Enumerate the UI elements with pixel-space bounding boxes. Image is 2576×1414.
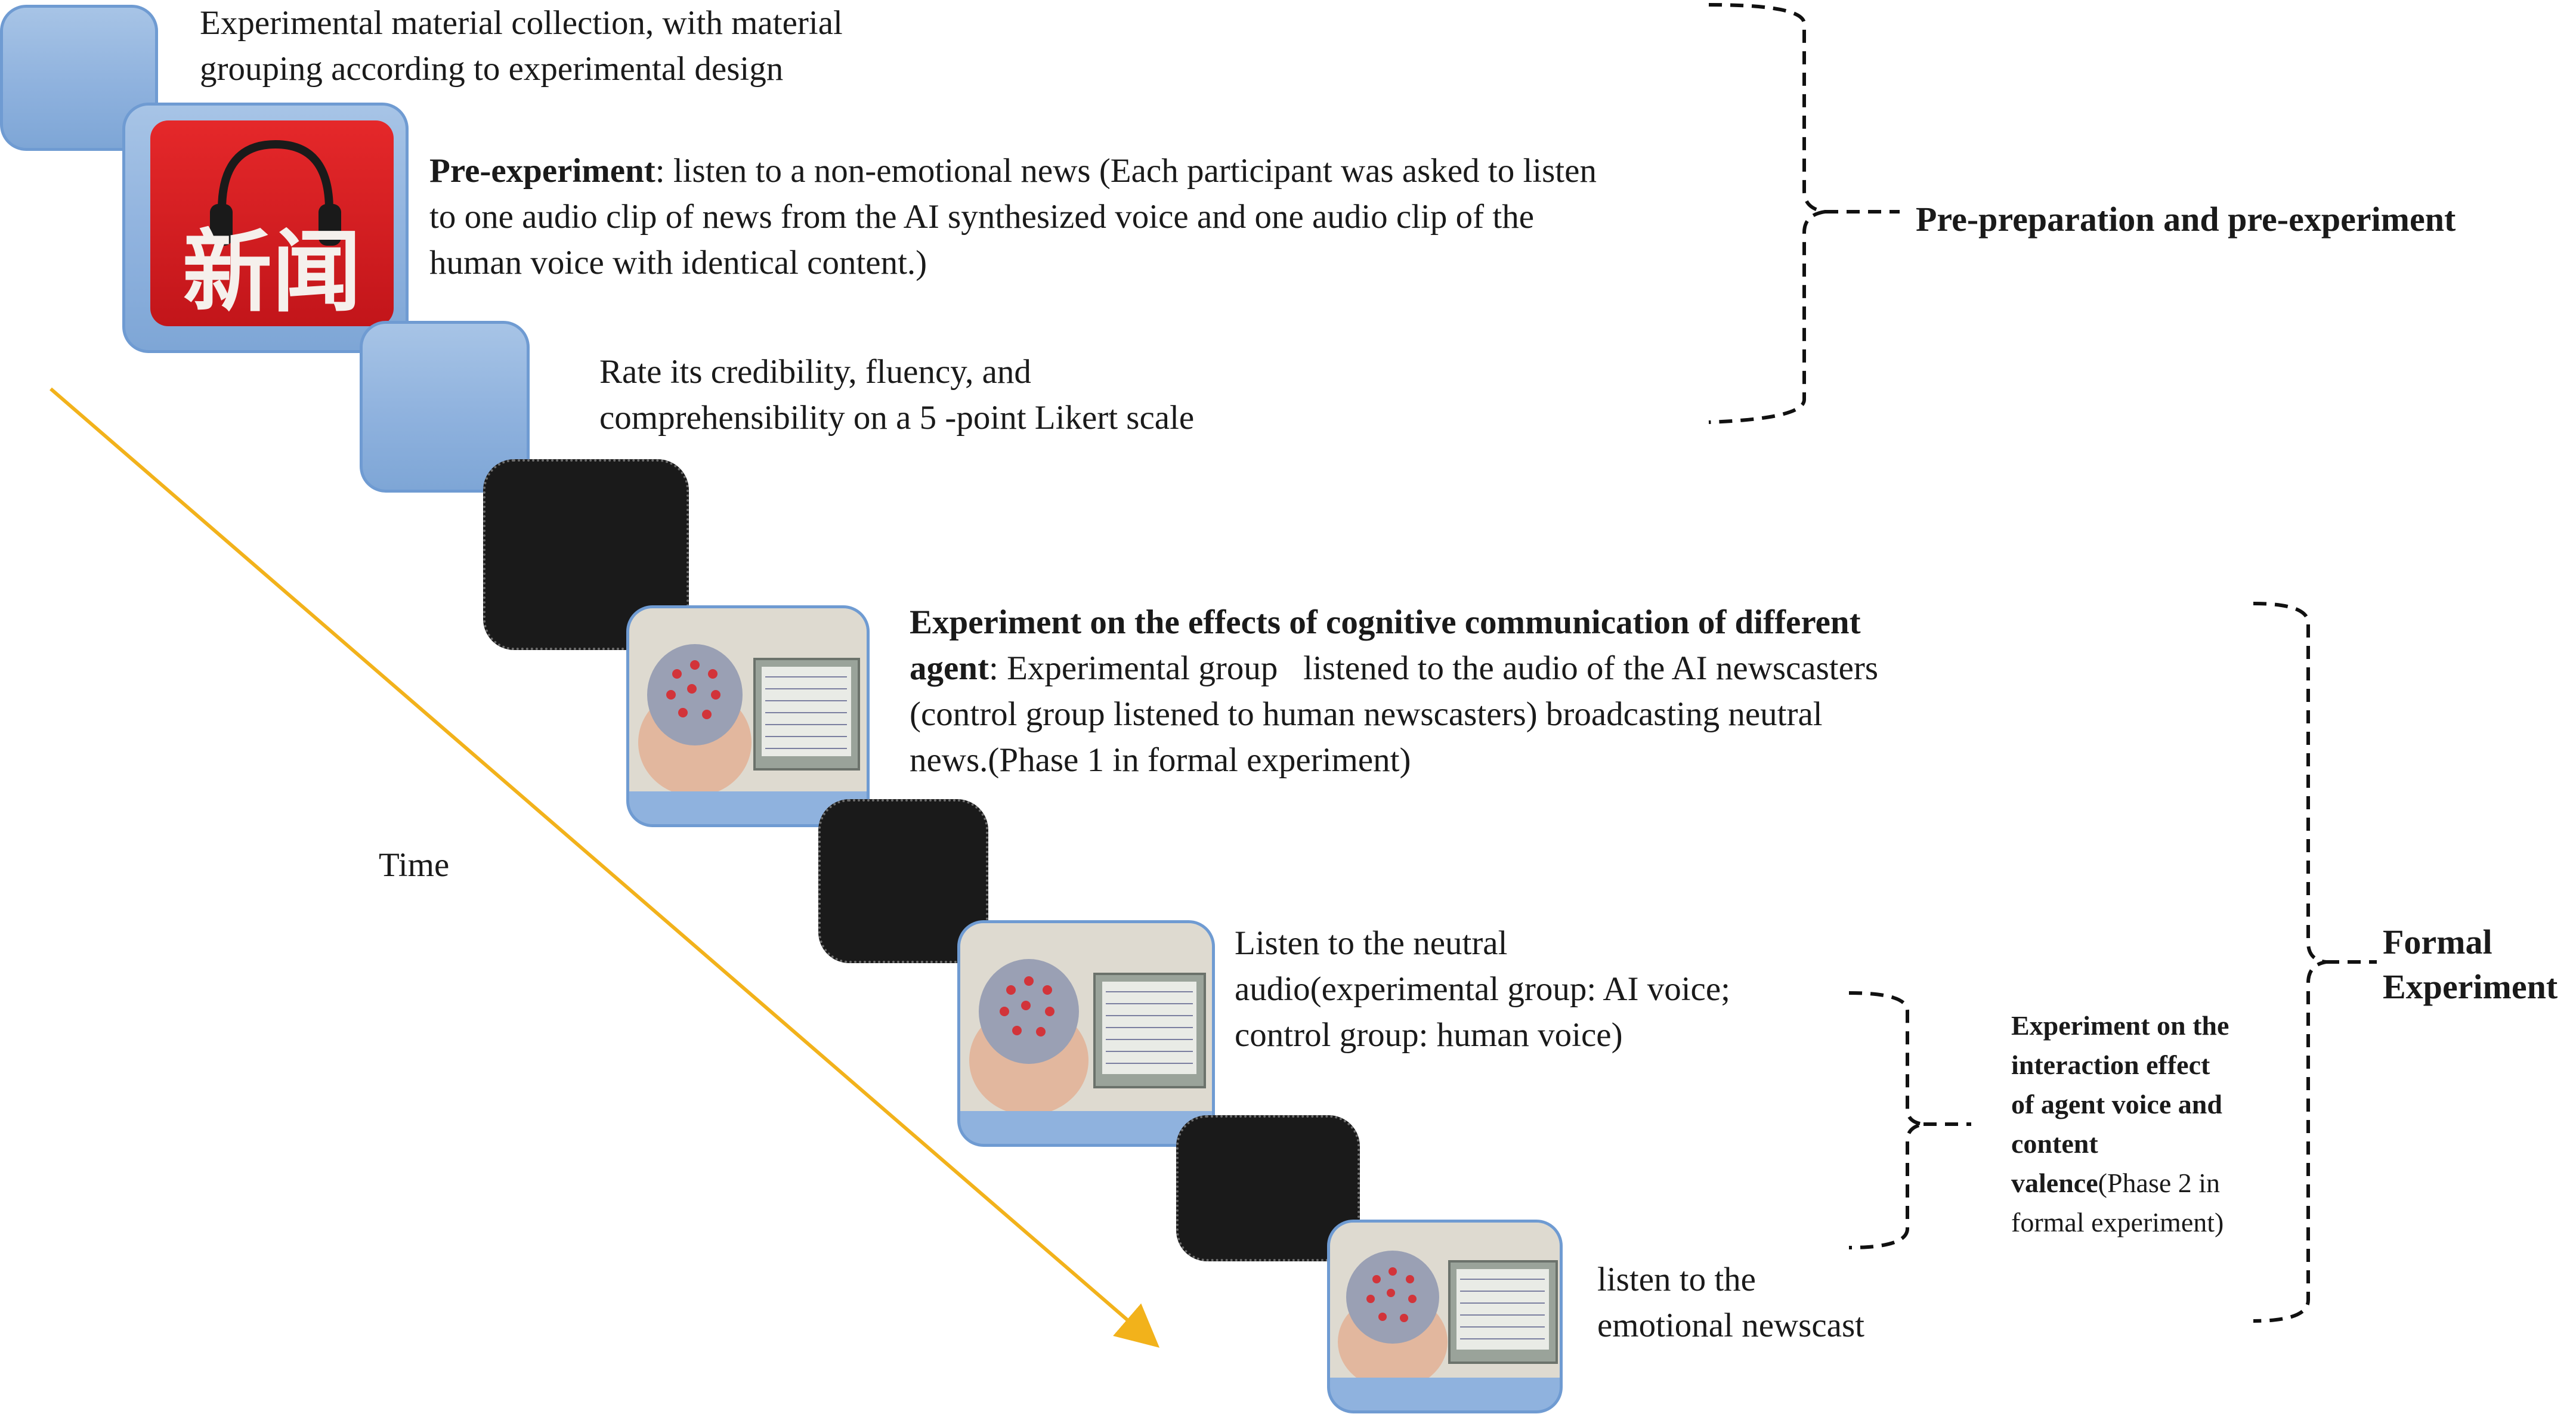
phase2-line-5-bold: valence <box>2011 1168 2098 1198</box>
emotional-line-2: emotional newscast <box>1597 1307 1864 1344</box>
phase2-line-1: Experiment on the <box>2011 1010 2229 1041</box>
bracket-phase2 <box>1848 991 1924 1249</box>
pre-experiment-line-1-rest: : listen to a non-emotional news (Each p… <box>655 152 1597 190</box>
phase2-line-3: of agent voice and <box>2011 1089 2222 1119</box>
phase2-line-5: valence(Phase 2 in <box>2011 1164 2229 1203</box>
phase2-line-5-rest: (Phase 2 in <box>2098 1168 2221 1198</box>
step-tile-eeg-3 <box>1327 1220 1563 1413</box>
phase1-line-2-rest: : Experimental group listened to the aud… <box>988 649 1879 687</box>
phase1-line-2-bold: agent <box>910 649 989 687</box>
phase1-line-4: news.(Phase 1 in formal experiment) <box>910 741 1411 779</box>
bracket-phase2-label: Experiment on the interaction effect of … <box>2011 1006 2229 1242</box>
phase2-line-6: formal experiment) <box>2011 1207 2224 1237</box>
eeg-photo-2 <box>960 923 1212 1111</box>
step-tile-black-3 <box>1176 1115 1360 1261</box>
news-app-icon: 新闻 <box>150 120 394 326</box>
neutral-line-3: control group: human voice) <box>1235 1016 1623 1054</box>
pre-experiment-line-2: to one audio clip of news from the AI sy… <box>429 198 1534 236</box>
emotional-line-1: listen to the <box>1597 1261 1756 1298</box>
pre-experiment-title: Pre-experiment <box>429 152 655 190</box>
phase1-line-3: (control group listened to human newscas… <box>910 695 1823 733</box>
phase2-line-4: content <box>2011 1128 2098 1159</box>
material-text: Experimental material collection, with m… <box>200 0 843 92</box>
step-tile-material <box>0 5 158 151</box>
emotional-text: listen to the emotional newscast <box>1597 1257 1864 1348</box>
bracket-formal-label: Formal Experiment <box>2383 920 2558 1009</box>
eeg-photo-1 <box>629 608 867 791</box>
bracket-pre <box>1708 3 1826 424</box>
neutral-text: Listen to the neutral audio(experimental… <box>1235 920 1730 1058</box>
headphones-icon <box>210 140 341 246</box>
phase1-line-1: Experiment on the effects of cognitive c… <box>910 604 1861 641</box>
rate-line-1: Rate its credibility, fluency, and <box>599 353 1031 391</box>
neutral-line-1: Listen to the neutral <box>1235 924 1508 962</box>
material-line-2: grouping according to experimental desig… <box>200 50 784 88</box>
time-arrow <box>50 387 1160 1348</box>
phase1-line-2: agent: Experimental group listened to th… <box>910 645 1878 691</box>
step-tile-eeg-1 <box>626 605 870 827</box>
material-line-1: Experimental material collection, with m… <box>200 4 843 42</box>
bracket-formal <box>2253 602 2327 1323</box>
step-tile-eeg-2 <box>957 920 1215 1147</box>
step-tile-news: 新闻 <box>122 103 409 353</box>
phase1-text: Experiment on the effects of cognitive c… <box>910 599 1878 783</box>
rate-line-2: comprehensibility on a 5 -point Likert s… <box>599 399 1195 437</box>
formal-line-2: Experiment <box>2383 967 2558 1006</box>
bracket-pre-label: Pre-preparation and pre-experiment <box>1916 200 2456 239</box>
pre-experiment-text: Pre-experiment: listen to a non-emotiona… <box>429 148 1597 286</box>
time-label: Time <box>379 846 450 884</box>
rate-text: Rate its credibility, fluency, and compr… <box>599 349 1194 441</box>
formal-line-1: Formal <box>2383 923 2492 961</box>
news-chars: 新闻 <box>182 221 361 324</box>
neutral-line-2: audio(experimental group: AI voice; <box>1235 970 1730 1008</box>
phase2-line-2: interaction effect <box>2011 1050 2210 1080</box>
eeg-illustration-icon <box>638 644 860 791</box>
eeg-illustration-icon <box>969 959 1206 1111</box>
pre-experiment-line-1: Pre-experiment: listen to a non-emotiona… <box>429 148 1597 194</box>
eeg-photo-3 <box>1330 1223 1560 1378</box>
eeg-illustration-icon <box>1338 1251 1558 1378</box>
pre-experiment-line-3: human voice with identical content.) <box>429 244 927 281</box>
